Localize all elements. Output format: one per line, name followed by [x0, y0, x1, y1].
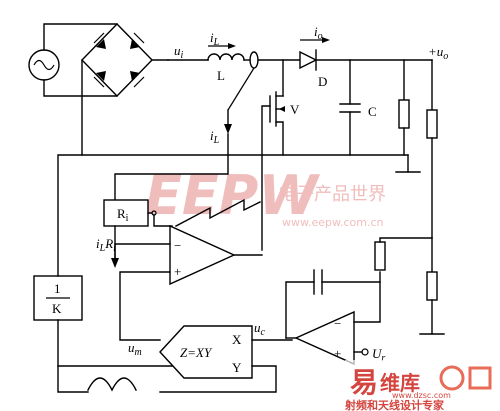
dzsc-main-text: 易 — [350, 366, 378, 399]
multiplier-label: Z=XY — [180, 345, 213, 360]
uc-label: uc — [254, 320, 266, 338]
multiplier-Y: Y — [232, 360, 242, 375]
load-resistor — [398, 59, 410, 156]
eepw-url: www.eepw.com.cn — [282, 216, 384, 229]
iLRi-label: iLRi — [96, 236, 116, 254]
comparator-plus: + — [174, 264, 181, 279]
ui-label: ui — [174, 43, 184, 61]
oneK-denominator: K — [52, 301, 62, 316]
rectified-waveform — [87, 377, 137, 392]
oneK-numerator: 1 — [54, 281, 61, 296]
iL-top-label: iL — [210, 30, 220, 48]
dzsc-mid-text: 维库 — [380, 371, 420, 395]
comparator-minus: − — [174, 238, 181, 253]
error-amplifier: − + — [294, 310, 355, 366]
uo-label: +uo — [428, 44, 448, 62]
feedback-capacitor — [313, 269, 323, 295]
divider-resistor-bottom — [419, 237, 445, 335]
current-sensor — [249, 51, 259, 69]
eepw-cn-text: 电子产品世界 — [278, 184, 386, 205]
iL-mid-label: iL — [210, 128, 220, 146]
mosfet-label: V — [290, 102, 300, 117]
one-over-K-block: 1 K — [33, 275, 83, 321]
io-label: io — [314, 24, 323, 42]
um-label: um — [128, 340, 142, 358]
erroramp-plus: + — [334, 346, 341, 361]
erroramp-minus: − — [334, 316, 341, 331]
mosfet-V — [261, 59, 285, 251]
capacitor-label: C — [368, 104, 377, 119]
capacitor-C — [339, 59, 361, 156]
sense-resistor-Ri: Ri — [103, 199, 149, 227]
eepw-watermark: EEPW 电子产品世界 www.eepw.com.cn — [145, 164, 386, 229]
bridge-rectifier — [81, 22, 153, 98]
inductor-L — [207, 53, 245, 61]
diode-label: D — [318, 74, 327, 89]
multiplier-block: Z=XY X Y — [159, 325, 253, 379]
erroramp-input-resistor — [374, 237, 433, 283]
pwm-comparator: − + — [169, 224, 236, 286]
dzsc-slogan: 射频和天线设计专家 — [344, 398, 445, 411]
sawtooth-ramp — [175, 198, 261, 227]
reference-terminal — [361, 348, 369, 356]
divider-resistor-top — [426, 59, 438, 239]
Ur-label: Ur — [372, 346, 385, 364]
inductor-label: L — [217, 68, 225, 83]
multiplier-X: X — [232, 332, 242, 347]
ac-source — [28, 49, 60, 81]
diode-D — [299, 49, 318, 71]
dzsc-url: www.dzsc.com — [392, 391, 451, 400]
dzsc-watermark: 易 维库 www.dzsc.com 射频和天线设计专家 — [344, 360, 500, 411]
svg-text:Ri: Ri — [117, 206, 129, 224]
